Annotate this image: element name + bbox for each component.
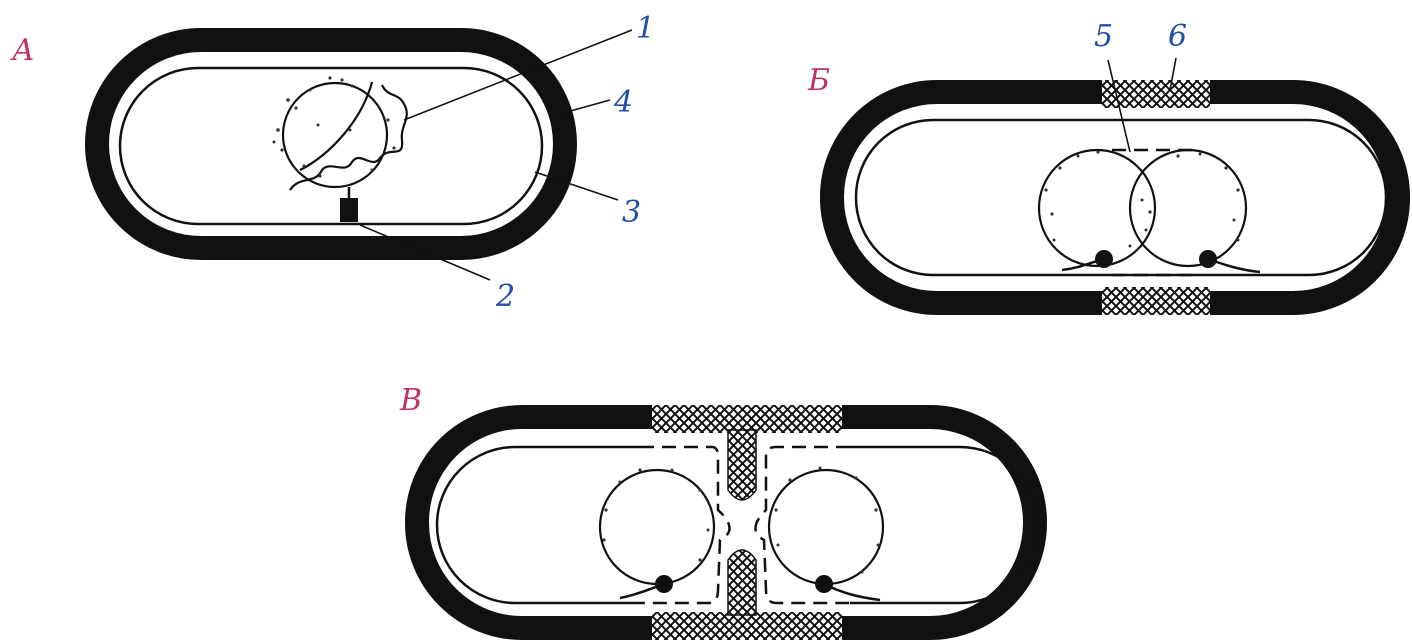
cytoplasmic-membrane-a [120, 68, 542, 224]
panel-a-label: А [10, 33, 35, 68]
label-4: 4 [613, 85, 633, 120]
label-5: 5 [1094, 19, 1113, 54]
cytoplasmic-membrane-c-left [437, 447, 640, 603]
nucleoid-b-left [1039, 150, 1155, 266]
label-2: 2 [495, 279, 515, 314]
septum-ingrowth-top-c [728, 430, 756, 500]
nucleoid-c-right [769, 470, 883, 584]
panel-c-label: В [399, 383, 422, 418]
nucleoid-c-left [600, 470, 714, 584]
label-1: 1 [636, 11, 655, 46]
panel-b: Б 5 6 [807, 19, 1398, 317]
septum-bottom-c [652, 612, 842, 642]
panel-c: В [399, 383, 1038, 642]
cell-wall-c [417, 417, 1035, 628]
panel-b-label: Б [807, 63, 830, 98]
nucleoid-b-right [1130, 150, 1246, 266]
septum-bottom-b [1102, 287, 1210, 317]
nucleoid-inner-strand-a [300, 82, 372, 170]
panel-a: А 1 4 3 2 [10, 11, 655, 314]
label-3: 3 [622, 195, 641, 230]
mesosome-a [340, 198, 358, 222]
label-6: 6 [1168, 19, 1187, 54]
nucleoid-strand-a [290, 85, 407, 190]
nucleoid-a [283, 83, 387, 187]
septum-ingrowth-bottom-c [728, 550, 756, 615]
septum-top-c [652, 403, 842, 433]
cytoplasmic-membrane-b [856, 120, 1386, 275]
dna-granules-b [1044, 150, 1239, 247]
attachment-b-right [1208, 259, 1260, 272]
cell-wall-b [832, 92, 1398, 303]
attachment-c-left [620, 584, 664, 598]
